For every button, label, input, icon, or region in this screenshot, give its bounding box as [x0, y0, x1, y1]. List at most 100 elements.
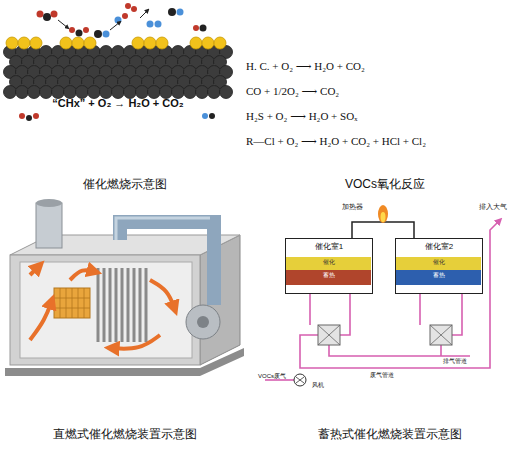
- formula: H₂S + O₂ ⟶ H₂O + SOₓ: [246, 110, 357, 123]
- formula: R—Cl + O₂ ⟶ H₂O + CO₂ + HCl + Cl₂: [246, 135, 426, 148]
- molecule-atom: [202, 113, 208, 119]
- reaction-arrow: [58, 20, 68, 28]
- molecule-atom: [103, 31, 110, 38]
- pipe: [440, 345, 442, 356]
- catalyst-grid: [66, 288, 67, 318]
- flow-arrow: [110, 335, 160, 349]
- support-sphere: [100, 86, 113, 99]
- support-sphere: [64, 86, 77, 99]
- support-sphere: [76, 86, 89, 99]
- molecule-atom: [83, 27, 89, 33]
- fan-symbol: [294, 374, 306, 386]
- support-sphere: [184, 86, 197, 99]
- part-label: 风机: [312, 382, 324, 389]
- heat-exchanger-tube: [121, 268, 124, 342]
- catalyst-grid: [78, 288, 79, 318]
- support-sphere: [112, 86, 125, 99]
- heat-exchanger-tube: [109, 268, 112, 342]
- panel-caption: 直燃式催化燃烧装置示意图: [53, 428, 197, 442]
- flow-arrow: [30, 265, 40, 275]
- pipe-label: 废气管道: [370, 372, 394, 379]
- support-sphere: [136, 86, 149, 99]
- molecule-atom: [200, 25, 207, 32]
- flow-arrow: [30, 300, 52, 340]
- part-label: 排入大气: [479, 203, 507, 211]
- catalyst-sphere: [132, 37, 144, 49]
- molecule-atom: [147, 21, 154, 28]
- panel-caption: 蓄热式催化燃烧装置示意图: [318, 428, 462, 442]
- node-label: 蓄热: [396, 272, 481, 279]
- support-sphere: [172, 86, 185, 99]
- part-label: 加热器: [342, 203, 363, 211]
- support-sphere: [220, 86, 233, 99]
- support-sphere: [28, 86, 41, 99]
- molecule-atom: [177, 9, 184, 16]
- molecule-atom: [51, 11, 58, 18]
- molecule-atom: [26, 115, 32, 121]
- molecule-atom: [94, 30, 102, 38]
- molecule-atom: [69, 27, 75, 33]
- support-sphere: [40, 86, 53, 99]
- catalyst-bed: [54, 288, 90, 318]
- support-sphere: [52, 86, 65, 99]
- node-label: 催化室2: [396, 243, 482, 252]
- support-sphere: [196, 86, 209, 99]
- catalyst-grid: [54, 308, 90, 309]
- catalyst-sphere: [144, 37, 156, 49]
- support-sphere: [208, 86, 221, 99]
- node-label: 催化室1: [286, 243, 372, 252]
- catalyst-sphere: [72, 37, 84, 49]
- heat-exchanger-tube: [145, 268, 148, 342]
- panel-caption: VOCs氧化反应: [345, 178, 425, 192]
- reaction-arrow: [140, 10, 148, 18]
- chimney: [36, 203, 62, 248]
- unit-cutaway: [20, 262, 192, 358]
- catalyst-grid: [84, 288, 85, 318]
- pipe-label: VOCs废气: [258, 373, 286, 380]
- heat-exchanger-tube: [127, 268, 130, 342]
- support-sphere: [124, 86, 137, 99]
- panel-caption: 催化燃烧示意图: [83, 178, 167, 192]
- pipe-label: 排气管道: [443, 358, 467, 365]
- molecule-atom: [168, 8, 176, 16]
- molecule-atom: [76, 30, 83, 37]
- catalyst-sphere: [214, 37, 226, 49]
- regenerative-unit: [265, 205, 500, 386]
- support-sphere: [16, 86, 29, 99]
- molecule-atom: [122, 13, 128, 19]
- catalyst-sphere: [6, 37, 18, 49]
- fan-hub: [197, 316, 209, 328]
- valve-cross: [318, 325, 340, 345]
- regenerator-layer: 蓄热: [286, 270, 371, 285]
- valve-box: [318, 325, 340, 345]
- reaction-arrow: [110, 22, 120, 30]
- chamber-box: 催化室1 催化蓄热: [285, 238, 373, 294]
- pipe: [329, 345, 470, 356]
- flow-arrow: [150, 280, 175, 310]
- heat-exchanger-tube: [103, 268, 106, 342]
- chamber-box: 催化室2 催化蓄热: [395, 238, 483, 294]
- valve-cross: [430, 325, 452, 345]
- molecule-atom: [43, 13, 51, 21]
- heater-flame-core: [381, 212, 386, 222]
- pipe: [340, 294, 350, 335]
- pipe: [265, 379, 294, 381]
- catalyst-sphere: [18, 37, 30, 49]
- molecule-atom: [131, 6, 137, 12]
- heat-exchanger-tube: [139, 268, 142, 342]
- fan-blade: [296, 377, 304, 383]
- node-label: 蓄热: [286, 272, 371, 279]
- pipe: [419, 294, 421, 325]
- catalyst-sphere: [60, 37, 72, 49]
- catalyst-layer: 催化: [286, 257, 371, 270]
- node-label: 催化: [396, 259, 481, 266]
- support-sphere: [88, 86, 101, 99]
- formula: CO + 1/2O₂ ⟶ CO₂: [246, 85, 339, 98]
- heat-exchanger-tube: [97, 268, 100, 342]
- heater-flame: [378, 205, 388, 223]
- direct-fired-unit: [5, 199, 244, 376]
- catalyst-sphere: [156, 37, 168, 49]
- molecule-atom: [19, 113, 25, 119]
